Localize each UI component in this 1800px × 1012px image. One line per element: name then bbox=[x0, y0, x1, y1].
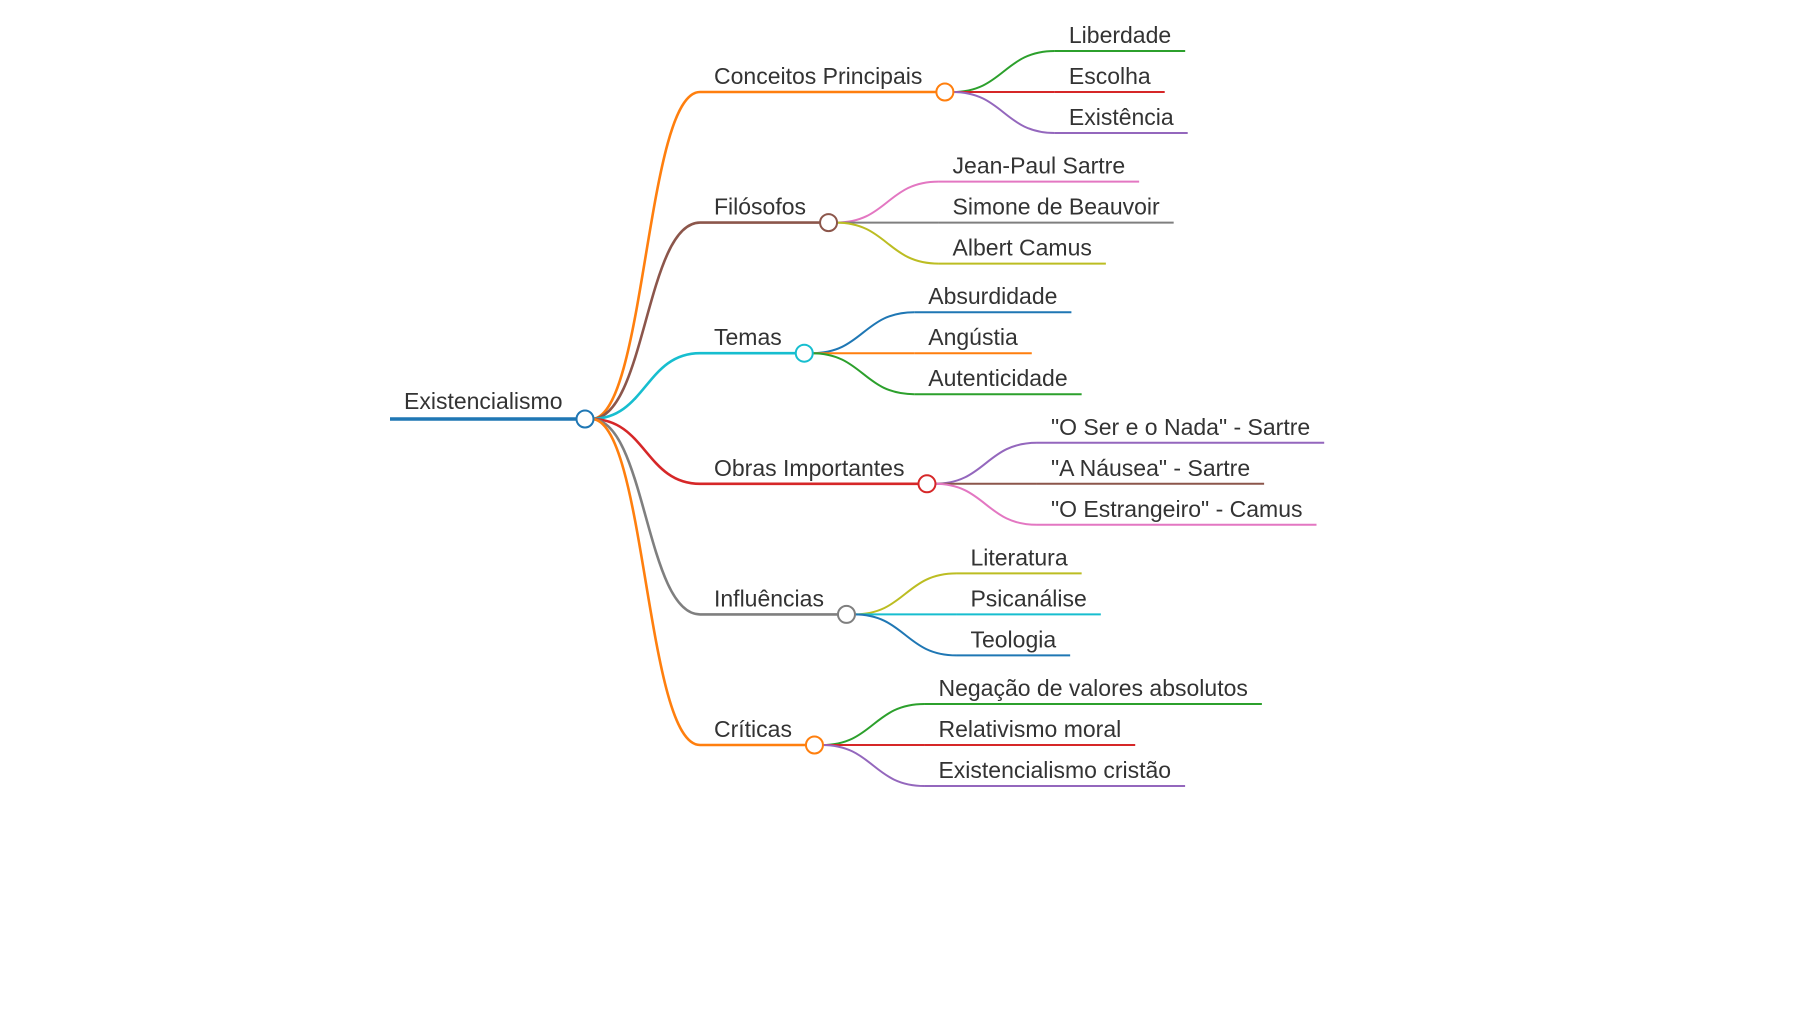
branch-label: Temas bbox=[714, 324, 782, 350]
leaf-link bbox=[836, 180, 939, 224]
branch-link bbox=[591, 417, 701, 616]
mind-map-nodes: Existencialismo Conceitos Principais Liber… bbox=[404, 22, 1310, 783]
leaf-label: Relativismo moral bbox=[938, 716, 1121, 742]
leaf-link bbox=[853, 613, 957, 657]
mind-map-links bbox=[390, 50, 1325, 787]
leaf-link bbox=[934, 441, 1037, 485]
branch-label: Críticas bbox=[714, 716, 792, 742]
leaf-label: Escolha bbox=[1069, 63, 1151, 89]
leaf-label: Autenticidade bbox=[928, 365, 1067, 391]
leaf-link bbox=[952, 91, 1055, 134]
leaf-label: Psicanálise bbox=[970, 585, 1086, 611]
leaf-label: Literatura bbox=[970, 544, 1067, 570]
leaf-link bbox=[836, 221, 939, 265]
branch-link bbox=[591, 417, 701, 486]
branch-toggle-icon[interactable] bbox=[836, 604, 856, 624]
root-label: Existencialismo bbox=[404, 388, 563, 414]
leaf-link bbox=[811, 352, 915, 396]
leaf-label: Teologia bbox=[970, 626, 1056, 652]
branch-label: Conceitos Principais bbox=[714, 63, 922, 89]
branch-link bbox=[591, 90, 701, 421]
branch-link bbox=[591, 221, 701, 421]
leaf-label: "A Náusea" - Sartre bbox=[1051, 455, 1250, 481]
branch-link bbox=[591, 351, 701, 421]
branch-label: Influências bbox=[714, 585, 824, 611]
leaf-label: Existencialismo cristão bbox=[938, 757, 1171, 783]
branch-toggle-icon[interactable] bbox=[794, 343, 814, 363]
branch-toggle-icon[interactable] bbox=[819, 213, 839, 233]
leaf-link bbox=[821, 744, 925, 787]
leaf-link bbox=[952, 50, 1055, 93]
branch-toggle-icon[interactable] bbox=[935, 82, 955, 102]
leaf-link bbox=[811, 311, 915, 355]
leaf-label: Jean-Paul Sartre bbox=[953, 153, 1126, 179]
leaf-link bbox=[853, 572, 957, 616]
leaf-label: Negação de valores absolutos bbox=[938, 675, 1247, 701]
branch-label: Obras Importantes bbox=[714, 455, 904, 481]
leaf-link bbox=[821, 703, 925, 746]
leaf-label: Existência bbox=[1069, 104, 1174, 130]
branch-label: Filósofos bbox=[714, 194, 806, 220]
leaf-label: "O Estrangeiro" - Camus bbox=[1051, 496, 1303, 522]
leaf-label: Angústia bbox=[928, 324, 1018, 350]
leaf-label: Liberdade bbox=[1069, 22, 1171, 48]
branch-toggle-icon[interactable] bbox=[804, 735, 824, 755]
branch-link bbox=[591, 417, 701, 747]
branch-toggle-icon[interactable] bbox=[917, 474, 937, 494]
leaf-label: Albert Camus bbox=[953, 235, 1092, 261]
leaf-link bbox=[934, 482, 1037, 526]
root-toggle-icon[interactable] bbox=[575, 409, 595, 429]
leaf-label: "O Ser e o Nada" - Sartre bbox=[1051, 414, 1310, 440]
leaf-label: Simone de Beauvoir bbox=[953, 194, 1160, 220]
leaf-label: Absurdidade bbox=[928, 283, 1057, 309]
